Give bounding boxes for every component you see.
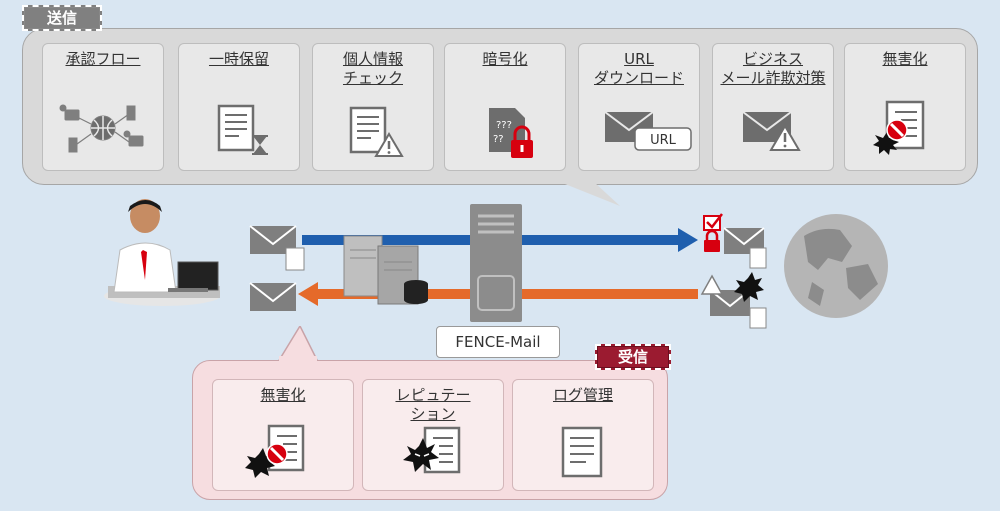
- feature-label: 個人情報 チェック: [342, 50, 403, 87]
- mail-servers-icon: [343, 235, 428, 305]
- mail-url-icon: URL: [604, 111, 692, 151]
- feature-card-encryption: 暗号化 ??? ??: [444, 43, 566, 171]
- send-tag: 送信: [22, 5, 102, 31]
- feature-label: レピュテー ション: [395, 386, 471, 423]
- document-sanitize-icon: [873, 100, 925, 155]
- feature-card-approval-flow: 承認フロー: [42, 43, 164, 171]
- mail-warning-icon: [742, 111, 801, 151]
- feature-card-personal-info-check: 個人情報 チェック: [312, 43, 434, 171]
- encrypted-text: ???: [496, 120, 512, 131]
- document-lock-icon: ??? ??: [489, 108, 533, 158]
- document-warning-icon: [349, 106, 404, 157]
- fence-mail-label: FENCE-Mail: [436, 326, 560, 358]
- feature-card-sanitize-receive: 無害化: [212, 379, 354, 491]
- document-sanitize-icon: [245, 424, 305, 478]
- feature-label: 無害化: [882, 50, 928, 68]
- globe-icon: [784, 214, 888, 318]
- feature-card-sanitize-send: 無害化: [844, 43, 966, 171]
- feature-label: ログ管理: [552, 386, 613, 404]
- document-log-icon: [561, 426, 603, 478]
- feature-label: 無害化: [260, 386, 306, 404]
- feature-label: URL ダウンロード: [593, 50, 684, 87]
- feature-label: 一時保留: [208, 50, 269, 68]
- feature-card-url-download: URL ダウンロード URL: [578, 43, 700, 171]
- feature-card-reputation: レピュテー ション: [362, 379, 504, 491]
- send-panel-pointer: [560, 182, 620, 206]
- feature-label: 暗号化: [482, 50, 528, 68]
- network-approval-icon: [59, 104, 144, 153]
- document-hourglass-icon: [217, 104, 268, 155]
- feature-card-temporary-hold: 一時保留: [178, 43, 300, 171]
- received-mail-threat-icon: [700, 272, 767, 329]
- sent-mail-checked-icon: [703, 213, 767, 269]
- receive-tag: 受信: [595, 344, 671, 370]
- pointer-joint: [279, 356, 317, 364]
- feature-card-log-management: ログ管理: [512, 379, 654, 491]
- outgoing-mail-icon: [249, 225, 305, 271]
- feature-label: 承認フロー: [65, 50, 141, 68]
- incoming-mail-icon: [249, 282, 297, 311]
- feature-card-bec-protection: ビジネス メール詐欺対策: [712, 43, 834, 171]
- url-badge: URL: [650, 133, 677, 148]
- document-virus-icon: [403, 426, 461, 474]
- feature-label: ビジネス メール詐欺対策: [720, 50, 826, 87]
- svg-text:??: ??: [493, 134, 504, 145]
- user-at-computer-icon: [104, 199, 220, 306]
- fence-mail-server-icon: [470, 204, 522, 322]
